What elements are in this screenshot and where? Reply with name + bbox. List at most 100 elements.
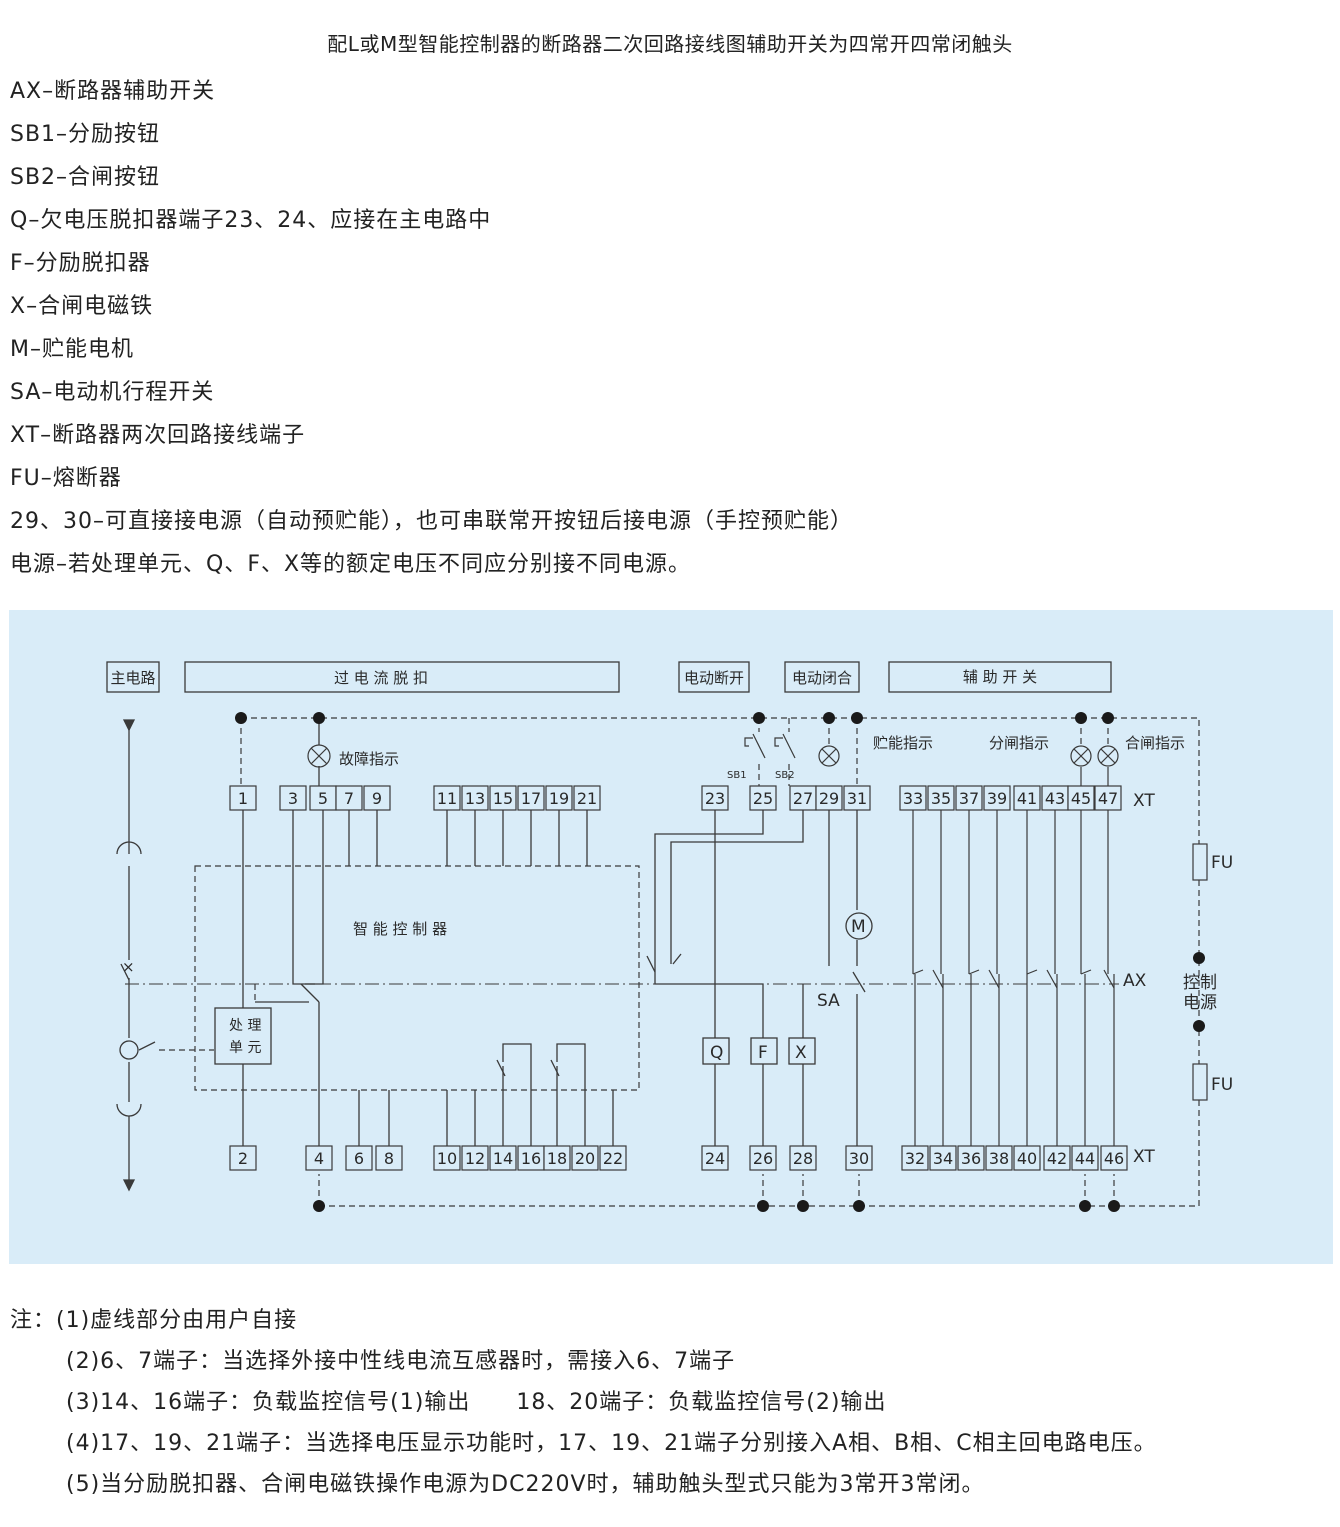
- bottom-terminal: 6: [345, 1145, 373, 1171]
- fu-bottom-label: FU: [1211, 1075, 1233, 1095]
- top-terminal: 27: [789, 785, 817, 811]
- top-terminal-number: 9: [372, 789, 382, 808]
- legend-list: AX–断路器辅助开关 SB1–分励按钮 SB2–合闸按钮 Q–欠电压脱扣器端子2…: [10, 76, 853, 592]
- top-terminal: 15: [489, 785, 517, 811]
- fuse-icon: [1192, 843, 1208, 881]
- sb2-button-icon: [774, 733, 796, 759]
- junction-dot: [1108, 1200, 1120, 1212]
- processing-unit-label-2: 单 元: [229, 1040, 261, 1056]
- processing-unit-box: [214, 1007, 272, 1065]
- coil-f-label: F: [758, 1043, 768, 1063]
- top-terminal-number: 43: [1045, 789, 1065, 808]
- charge-indicator-label: 贮能指示: [873, 734, 933, 752]
- control-power-label-2: 电源: [1183, 993, 1217, 1013]
- top-terminal: 7: [335, 785, 363, 811]
- legend-item: SA–电动机行程开关: [10, 380, 215, 405]
- fu-top-label: FU: [1211, 853, 1233, 873]
- charge-lamp-icon: [818, 745, 840, 767]
- fault-lamp-icon: [307, 744, 331, 768]
- top-terminal: 19: [545, 785, 573, 811]
- coil-q-label: Q: [710, 1043, 723, 1063]
- top-terminal: 1: [229, 785, 257, 811]
- aux-switch-contacts: [912, 810, 1115, 1146]
- header-main-circuit: 主电路: [110, 669, 155, 687]
- top-terminal-number: 7: [344, 789, 354, 808]
- top-terminal-number: 11: [437, 789, 457, 808]
- top-terminal: 5: [309, 785, 337, 811]
- top-terminal-number: 21: [577, 789, 597, 808]
- xt-top-label: XT: [1133, 791, 1155, 811]
- indicator-lamps: [307, 733, 1119, 768]
- top-terminal-number: 37: [959, 789, 979, 808]
- header-box-aux-switch: [888, 661, 1112, 693]
- top-terminal: 11: [433, 785, 461, 811]
- top-terminal: 13: [461, 785, 489, 811]
- note-item: 注：(1)虚线部分由用户自接: [10, 1308, 298, 1333]
- bottom-terminal-number: 18: [547, 1149, 567, 1168]
- processing-unit-label-1: 处 理: [229, 1018, 261, 1034]
- junction-dot: [1193, 952, 1205, 964]
- main-circuit: [116, 719, 156, 1192]
- legend-item: XT–断路器两次回路接线端子: [10, 423, 306, 448]
- bottom-terminal-number: 26: [753, 1149, 773, 1168]
- bottom-terminal: 32: [901, 1145, 929, 1171]
- top-terminal-number: 41: [1017, 789, 1037, 808]
- top-terminal: 3: [279, 785, 307, 811]
- top-terminal: 23: [701, 785, 729, 811]
- legend-item: AX–断路器辅助开关: [10, 79, 216, 104]
- top-terminal-number: 13: [465, 789, 485, 808]
- junction-dot: [853, 1200, 865, 1212]
- bottom-terminal-number: 16: [521, 1149, 541, 1168]
- top-terminal-number: 23: [705, 789, 725, 808]
- top-terminal-number: 19: [549, 789, 569, 808]
- bottom-terminal: 16: [517, 1145, 545, 1171]
- bottom-terminal-number: 28: [793, 1149, 813, 1168]
- main-circuit-x-mark: ×: [122, 958, 135, 976]
- junction-dot: [1193, 1020, 1205, 1032]
- bottom-terminal: 22: [599, 1145, 627, 1171]
- note-item: (5)当分励脱扣器、合闸电磁铁操作电源为DC220V时，辅助触头型式只能为3常开…: [66, 1472, 985, 1497]
- bottom-terminal: 2: [229, 1145, 257, 1171]
- bottom-terminal-number: 24: [705, 1149, 725, 1168]
- note-item: (3)14、16端子：负载监控信号(1)输出 18、20端子：负载监控信号(2)…: [66, 1390, 887, 1415]
- top-terminal-number: 29: [819, 789, 839, 808]
- sb1-label: SB1: [727, 770, 747, 781]
- top-terminal: 33: [899, 785, 927, 811]
- top-terminal-number: 31: [847, 789, 867, 808]
- header-box-main-circuit: [106, 661, 160, 693]
- bottom-terminal-number: 6: [354, 1149, 364, 1168]
- header-box-overcurrent: [184, 661, 620, 693]
- top-terminal: 17: [517, 785, 545, 811]
- top-terminal-number: 35: [931, 789, 951, 808]
- bottom-terminal: 46: [1100, 1145, 1128, 1171]
- header-overcurrent: 过 电 流 脱 扣: [334, 669, 428, 687]
- open-indicator-label: 分闸指示: [989, 734, 1049, 752]
- top-terminal-number: 5: [318, 789, 328, 808]
- top-terminal-number: 39: [987, 789, 1007, 808]
- close-lamp-icon: [1097, 745, 1119, 767]
- top-terminal: 41: [1013, 785, 1041, 811]
- top-terminal: 45: [1067, 785, 1095, 811]
- fuses: [1192, 843, 1208, 1101]
- junction-dot: [851, 712, 863, 724]
- bottom-terminal-number: 14: [493, 1149, 513, 1168]
- bottom-terminal: 42: [1043, 1145, 1071, 1171]
- bottom-terminal-number: 32: [905, 1149, 925, 1168]
- xt-bottom-label: XT: [1133, 1147, 1155, 1167]
- bottom-terminal-number: 2: [238, 1149, 248, 1168]
- junction-dot: [823, 712, 835, 724]
- bottom-terminal-number: 38: [989, 1149, 1009, 1168]
- header-electric-open: 电动断开: [684, 669, 744, 687]
- legend-item: M–贮能电机: [10, 337, 134, 362]
- junction-dot: [797, 1200, 809, 1212]
- bottom-terminal: 20: [571, 1145, 599, 1171]
- junction-dot: [235, 712, 247, 724]
- junction-dot: [753, 712, 765, 724]
- bottom-terminal-number: 42: [1047, 1149, 1067, 1168]
- legend-item: 电源–若处理单元、Q、F、X等的额定电压不同应分别接不同电源。: [10, 552, 692, 577]
- coil-f-box: [750, 1037, 778, 1065]
- top-terminal-number: 1: [238, 789, 248, 808]
- controller-label: 智 能 控 制 器: [353, 920, 447, 938]
- junction-dots: [235, 712, 1205, 1212]
- bottom-terminal: 8: [375, 1145, 403, 1171]
